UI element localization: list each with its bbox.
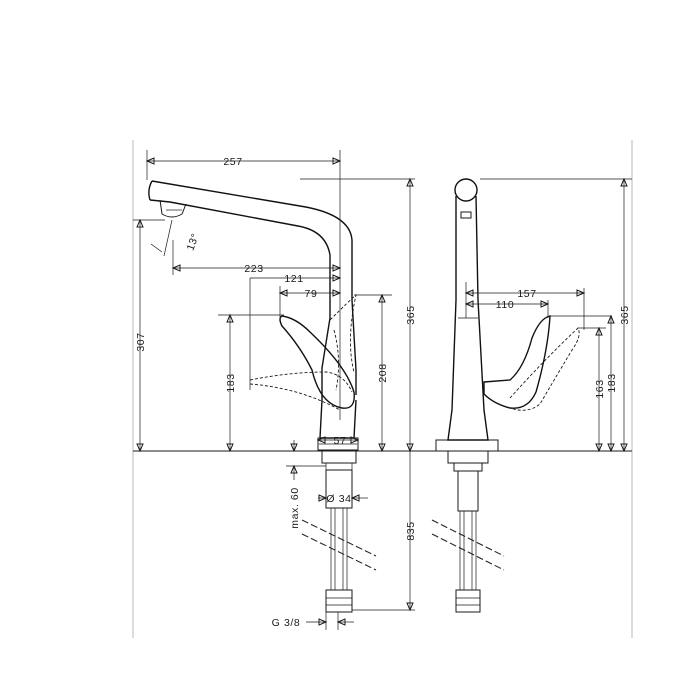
dim-57: 57 [334, 435, 347, 447]
dim-307: 307 [135, 332, 147, 351]
dim-223: 223 [244, 263, 263, 275]
side-dimension-lines [464, 177, 632, 453]
dim-257: 257 [223, 156, 242, 168]
dim-13-deg: 13° [185, 232, 202, 253]
dim-365-front: 365 [405, 305, 417, 324]
dim-max-60: max. 60 [289, 487, 301, 529]
dim-835: 835 [405, 521, 417, 540]
dim-diameter-34: Ø 34 [326, 493, 351, 505]
dim-79: 79 [305, 288, 318, 300]
dim-208: 208 [377, 363, 389, 382]
dim-121: 121 [284, 273, 303, 285]
dim-183-front: 183 [225, 373, 237, 392]
dim-110: 110 [496, 299, 515, 311]
dim-183-side: 183 [606, 373, 618, 392]
dim-157: 157 [517, 288, 536, 300]
side-connection [431, 450, 505, 613]
front-dimension-lines [133, 150, 415, 630]
dim-g-3-8: G 3/8 [272, 617, 301, 629]
side-view-faucet [435, 178, 580, 452]
frame-lines [132, 140, 633, 638]
front-connection [301, 450, 377, 613]
dim-365-side: 365 [619, 305, 631, 324]
dim-163: 163 [594, 379, 606, 398]
front-view-faucet [148, 180, 359, 451]
